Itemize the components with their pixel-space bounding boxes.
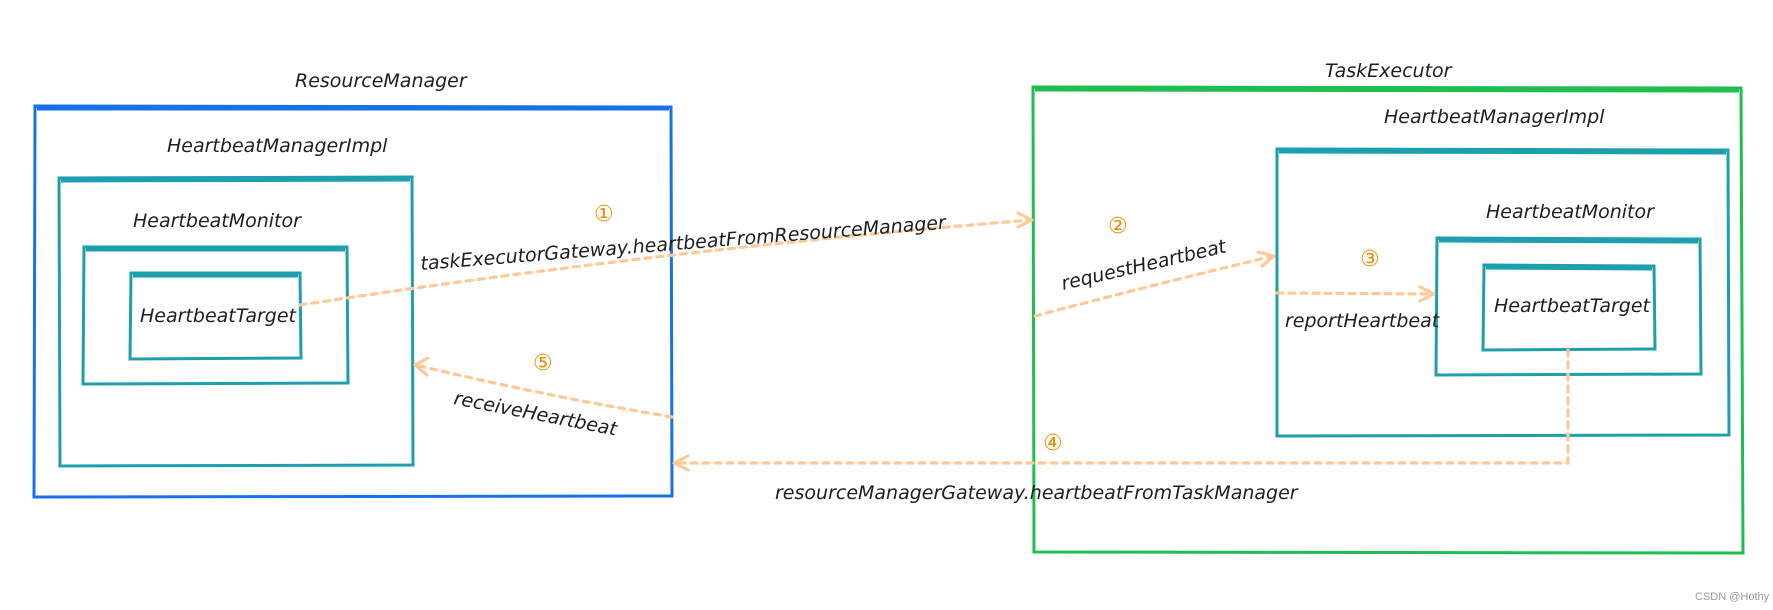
step-2-number: ② (1108, 214, 1128, 239)
arrow-4-line (673, 348, 1570, 465)
te-heartbeat-target-label: HeartbeatTarget (1494, 295, 1652, 317)
te-heartbeat-manager-box (1275, 147, 1731, 438)
arrow-1-head (1016, 211, 1034, 229)
arrow-step-4: ④ resourceManagerGateway.heartbeatFromTa… (672, 348, 1570, 504)
step-4-number: ④ (1043, 431, 1063, 456)
arrow-step-2: ② requestHeartbeat (1033, 214, 1276, 318)
resource-manager-box (32, 104, 674, 499)
arrow-3-head (1418, 285, 1436, 303)
task-executor-box (1031, 85, 1745, 555)
watermark: CSDN @Hothy (1695, 591, 1770, 603)
te-heartbeat-manager-label: HeartbeatManagerImpl (1384, 106, 1605, 128)
arrow-1-line (298, 218, 1033, 307)
te-heartbeat-monitor-box (1434, 236, 1703, 377)
arrow-2-head (1256, 250, 1276, 268)
arrow-step-3: ③ reportHeartbeat (1275, 247, 1441, 332)
rm-heartbeat-manager-label: HeartbeatManagerImpl (167, 135, 388, 157)
resource-manager-group: ResourceManager HeartbeatManagerImpl Hea… (32, 70, 674, 499)
step-5-label: receiveHeartbeat (452, 387, 620, 440)
resource-manager-title: ResourceManager (295, 70, 468, 92)
arrow-step-1: ① taskExecutorGateway.heartbeatFromResou… (298, 202, 1034, 307)
arrow-4-head (672, 454, 690, 472)
rm-heartbeat-target-box (128, 271, 303, 361)
step-1-label: taskExecutorGateway.heartbeatFromResourc… (420, 212, 948, 275)
arrow-2-line (1033, 254, 1275, 318)
step-1-number: ① (594, 202, 614, 227)
rm-heartbeat-manager-box (57, 175, 415, 468)
step-3-label: reportHeartbeat (1285, 310, 1441, 332)
step-5-number: ⑤ (533, 351, 553, 376)
rm-heartbeat-target-label: HeartbeatTarget (140, 305, 298, 327)
rm-heartbeat-monitor-box (81, 245, 350, 386)
arrow-3-line (1275, 291, 1435, 296)
te-heartbeat-monitor-label: HeartbeatMonitor (1486, 201, 1655, 223)
arrow-5-head (413, 356, 430, 377)
task-executor-title: TaskExecutor (1325, 60, 1453, 82)
task-executor-group: TaskExecutor HeartbeatManagerImpl Heartb… (1031, 60, 1745, 555)
step-3-number: ③ (1360, 247, 1380, 272)
arrow-step-5: ⑤ receiveHeartbeat (413, 351, 674, 441)
step-2-label: requestHeartbeat (1059, 235, 1230, 295)
step-4-label: resourceManagerGateway.heartbeatFromTask… (775, 482, 1299, 504)
rm-heartbeat-monitor-label: HeartbeatMonitor (133, 210, 302, 232)
te-heartbeat-target-box (1481, 263, 1657, 352)
arrow-5-line (414, 363, 674, 419)
